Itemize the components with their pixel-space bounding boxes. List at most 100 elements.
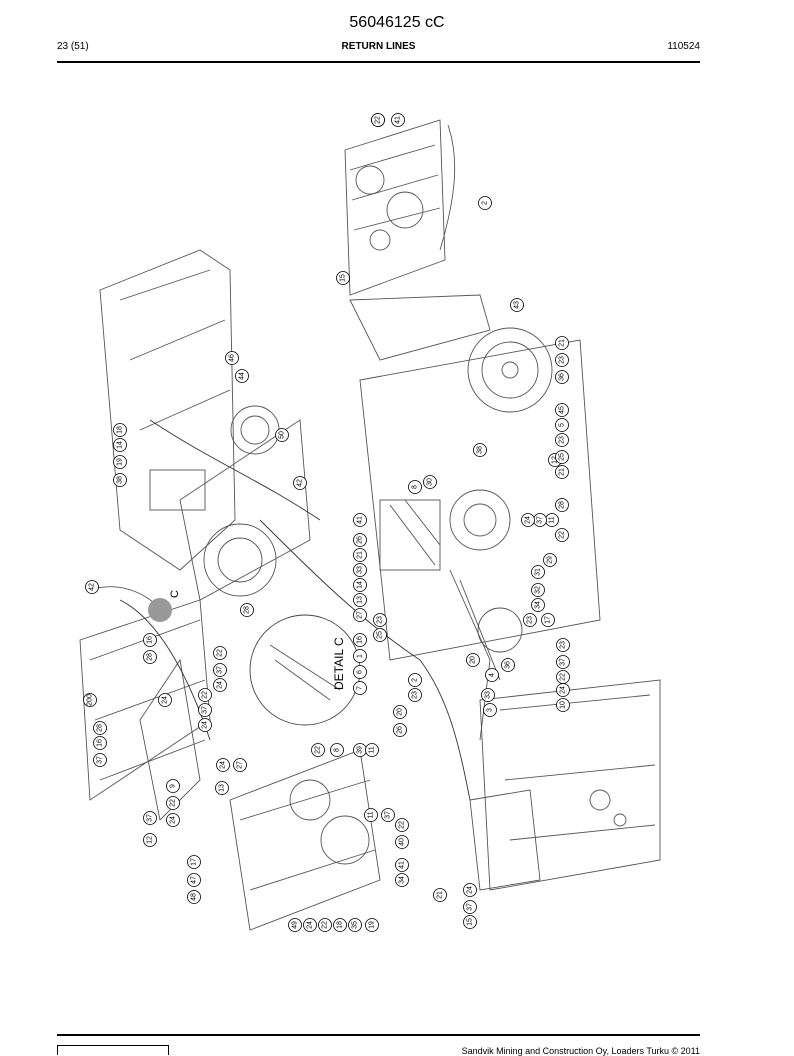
callout-circle bbox=[391, 113, 405, 127]
callout-number: 39 bbox=[357, 746, 364, 754]
callout-bubble: 6 bbox=[353, 665, 367, 679]
callout-circle bbox=[166, 813, 180, 827]
callout-circle bbox=[353, 593, 367, 607]
callout-bubble: 21 bbox=[555, 465, 569, 479]
callout-circle bbox=[463, 883, 477, 897]
callout-number: 26 bbox=[397, 726, 404, 734]
callout-bubble: 48 bbox=[187, 890, 201, 904]
callout-circle bbox=[198, 718, 212, 732]
callout-number: 19 bbox=[117, 458, 124, 466]
callout-circle bbox=[235, 369, 249, 383]
callout-bubble: 40 bbox=[395, 835, 409, 849]
callout-number: 45 bbox=[559, 406, 566, 414]
callout-circle bbox=[393, 723, 407, 737]
callout-bubble: 23 bbox=[555, 433, 569, 447]
callout-number: 33 bbox=[485, 691, 492, 699]
callout-circle bbox=[213, 663, 227, 677]
callout-number: 2 bbox=[412, 678, 419, 682]
callout-number: 16 bbox=[357, 636, 364, 644]
callout-number: 42 bbox=[89, 583, 96, 591]
callout-number: 36 bbox=[559, 373, 566, 381]
callout-bubble: 25 bbox=[555, 450, 569, 464]
callout-circle bbox=[556, 655, 570, 669]
callout-number: 21 bbox=[559, 468, 566, 476]
callout-circle bbox=[166, 796, 180, 810]
callout-number: 15 bbox=[467, 918, 474, 926]
callout-number: 10 bbox=[560, 701, 567, 709]
callout-circle bbox=[353, 533, 367, 547]
callout-bubble: 38 bbox=[473, 443, 487, 457]
callout-circle bbox=[555, 353, 569, 367]
callout-number: 28 bbox=[147, 653, 154, 661]
callout-number: 24 bbox=[202, 721, 209, 729]
callout-circle bbox=[466, 653, 480, 667]
callout-bubble: 33 bbox=[353, 563, 367, 577]
callout-bubble: 20 bbox=[466, 653, 480, 667]
callout-circle bbox=[483, 703, 497, 717]
callout-number: 2 bbox=[482, 201, 489, 205]
callout-circle bbox=[521, 513, 535, 527]
callout-circle bbox=[531, 565, 545, 579]
callout-bubble: 22 bbox=[555, 528, 569, 542]
callout-number: 18 bbox=[117, 426, 124, 434]
callout-circle bbox=[198, 688, 212, 702]
callout-circle bbox=[393, 705, 407, 719]
callout-bubble: 46 bbox=[225, 351, 239, 365]
callout-number: 38 bbox=[477, 446, 484, 454]
callout-number: 41 bbox=[395, 116, 402, 124]
callout-number: 20 bbox=[397, 708, 404, 716]
callout-circle bbox=[83, 693, 97, 707]
callout-number: 37 bbox=[537, 516, 544, 524]
callout-circle bbox=[556, 683, 570, 697]
callout-bubble: 14 bbox=[353, 578, 367, 592]
callout-circle bbox=[353, 665, 367, 679]
callout-bubbles: 4041215432123364552312252128113724222931… bbox=[83, 113, 570, 932]
callout-number: 33 bbox=[357, 566, 364, 574]
callout-number: 4 bbox=[489, 673, 496, 677]
callout-number: 6 bbox=[357, 670, 364, 674]
callout-bubble: 24 bbox=[166, 813, 180, 827]
callout-bubble: 37 bbox=[213, 663, 227, 677]
callout-number: 24 bbox=[170, 816, 177, 824]
callout-circle bbox=[463, 915, 477, 929]
callout-number: 20 bbox=[470, 656, 477, 664]
callout-circle bbox=[371, 113, 385, 127]
callout-number: 38 bbox=[117, 476, 124, 484]
callout-circle bbox=[353, 563, 367, 577]
callout-number: 41 bbox=[357, 516, 364, 524]
parts-diagram: 4041215432123364552312252128113724222931… bbox=[79, 113, 661, 932]
callout-bubble: 22 bbox=[371, 113, 385, 127]
callout-bubble: 24 bbox=[556, 683, 570, 697]
callout-bubble: 22 bbox=[556, 670, 570, 684]
callout-circle bbox=[293, 476, 307, 490]
callout-circle bbox=[353, 681, 367, 695]
callout-number: 23 bbox=[559, 356, 566, 364]
callout-number: 26 bbox=[357, 536, 364, 544]
callout-number: 28 bbox=[244, 606, 251, 614]
callout-bubble: 14 bbox=[113, 438, 127, 452]
callout-bubble: 31 bbox=[531, 565, 545, 579]
callout-bubble: 37 bbox=[463, 900, 477, 914]
callout-number: 36 bbox=[505, 661, 512, 669]
callout-circle bbox=[531, 598, 545, 612]
callout-number: 35 bbox=[352, 921, 359, 929]
callout-number: 9 bbox=[170, 784, 177, 788]
callout-circle bbox=[395, 818, 409, 832]
callout-number: 37 bbox=[147, 814, 154, 822]
callout-circle bbox=[158, 693, 172, 707]
callout-number: 13 bbox=[219, 784, 226, 792]
callout-circle bbox=[330, 743, 344, 757]
callout-number: 28 bbox=[559, 501, 566, 509]
callout-number: 23 bbox=[377, 616, 384, 624]
callout-circle bbox=[303, 918, 317, 932]
callout-number: 21 bbox=[559, 339, 566, 347]
callout-bubble: 22 bbox=[213, 646, 227, 660]
callout-circle bbox=[463, 900, 477, 914]
callout-circle bbox=[555, 418, 569, 432]
callout-number: 23 bbox=[559, 436, 566, 444]
callout-number: 37 bbox=[217, 666, 224, 674]
callout-number: 18 bbox=[337, 921, 344, 929]
callout-bubble: 27 bbox=[233, 758, 247, 772]
callout-number: 25 bbox=[559, 453, 566, 461]
callout-bubble: 39 bbox=[353, 743, 367, 757]
